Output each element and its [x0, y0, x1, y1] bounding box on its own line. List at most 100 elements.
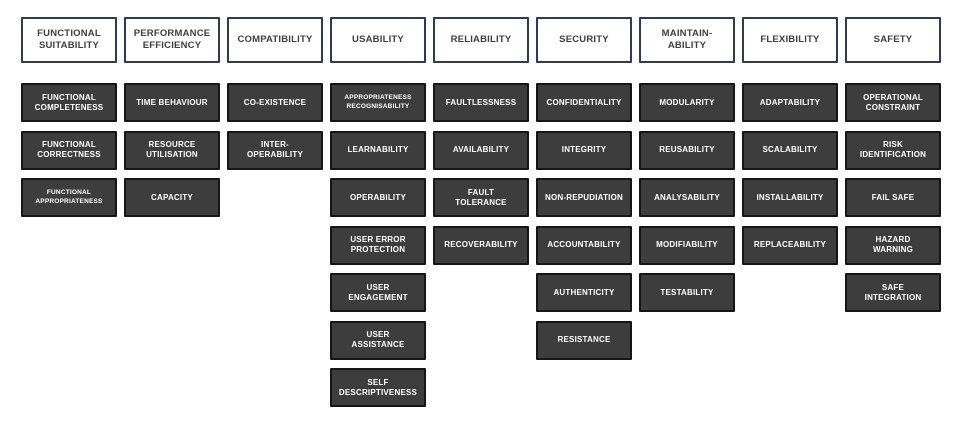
category-flexibility: FLEXIBILITY [742, 17, 838, 63]
subcharacteristic-label: CONFIDENTIALITY [546, 97, 622, 107]
subcharacteristic-testability: TESTABILITY [639, 273, 735, 312]
subcharacteristic-fault-tolerance: FAULT TOLERANCE [433, 178, 529, 217]
column-performance-efficiency: PERFORMANCE EFFICIENCY TIME BEHAVIOUR RESO… [124, 17, 220, 226]
subcharacteristic-risk-identification: RISK IDENTIFICATION [845, 130, 941, 170]
subcharacteristic-label: ANALYSABILITY [654, 192, 720, 202]
subcharacteristic-modularity: MODULARITY [639, 83, 735, 122]
subcharacteristic-label: AVAILABILITY [452, 145, 510, 154]
subcharacteristic-non-repudiation: NON-REPUDIATION [536, 178, 632, 217]
category-label: FLEXIBILITY [760, 34, 820, 46]
subcharacteristic-label: TESTABILITY [660, 287, 714, 297]
subcharacteristic-label: OPERABILITY [350, 192, 406, 202]
subcharacteristic-label: RESISTANCE [557, 335, 611, 344]
subcharacteristic-label: LEARNABILITY [347, 145, 409, 154]
subcharacteristic-resistance: RESISTANCE [536, 320, 632, 360]
category-usability: USABILITY [330, 17, 426, 63]
subcharacteristic-label: RISK IDENTIFICATION [859, 140, 927, 159]
column-usability: USABILITY APPROPRIATENESS RECOGNISABILITY… [330, 17, 426, 416]
column-security: SECURITY CONFIDENTIALITY INTEGRITY NON-REPU… [536, 17, 632, 368]
subcharacteristic-analysability: ANALYSABILITY [639, 178, 735, 217]
column-compatibility: COMPATIBILITY CO-EXISTENCE INTER- OPERABIL… [227, 17, 323, 178]
subcharacteristic-availability: AVAILABILITY [433, 130, 529, 170]
subcharacteristic-label: RESOURCE UTILISATION [146, 140, 198, 159]
subcharacteristic-accountability: ACCOUNTABILITY [536, 225, 632, 265]
category-maintain-ability: MAINTAIN- ABILITY [639, 17, 735, 63]
subcharacteristic-time-behaviour: TIME BEHAVIOUR [124, 83, 220, 122]
subcharacteristic-label: MODULARITY [659, 97, 715, 107]
subcharacteristic-label: FUNCTIONAL CORRECTNESS [37, 140, 101, 159]
category-compatibility: COMPATIBILITY [227, 17, 323, 63]
category-label: SECURITY [559, 34, 609, 46]
subcharacteristic-confidentiality: CONFIDENTIALITY [536, 83, 632, 122]
subcharacteristic-label: CO-EXISTENCE [243, 97, 307, 107]
category-performance-efficiency: PERFORMANCE EFFICIENCY [124, 17, 220, 63]
subcharacteristic-modifiability: MODIFIABILITY [639, 225, 735, 265]
category-label: MAINTAIN- ABILITY [661, 28, 713, 51]
column-functional-suitability: FUNCTIONAL SUITABILITY FUNCTIONAL COMPLET… [21, 17, 117, 226]
subcharacteristic-label: INSTALLABILITY [756, 192, 824, 202]
category-label: SAFETY [873, 34, 913, 46]
quality-model-grid: FUNCTIONAL SUITABILITY FUNCTIONAL COMPLET… [21, 17, 941, 416]
subcharacteristic-label: TIME BEHAVIOUR [136, 97, 208, 107]
category-reliability: RELIABILITY [433, 17, 529, 63]
subcharacteristic-label: AUTHENTICITY [553, 287, 615, 297]
column-safety: SAFETY OPERATIONAL CONSTRAINT RISK IDENTIF… [845, 17, 941, 321]
subcharacteristic-adaptability: ADAPTABILITY [742, 83, 838, 122]
subcharacteristic-label: RECOVERABILITY [444, 240, 518, 249]
subcharacteristic-label: USER ASSISTANCE [351, 330, 405, 349]
category-label: PERFORMANCE EFFICIENCY [133, 28, 211, 51]
subcharacteristic-label: FAIL SAFE [871, 192, 915, 202]
column-reliability: RELIABILITY FAULTLESSNESS AVAILABILITY FAUL… [433, 17, 529, 273]
category-label: RELIABILITY [450, 34, 512, 46]
subcharacteristic-self-descriptiveness: SELF DESCRIPTIVENESS [330, 368, 426, 407]
subcharacteristic-label: INTEGRITY [561, 145, 607, 154]
subcharacteristic-replaceability: REPLACEABILITY [742, 225, 838, 265]
subcharacteristic-label: SCALABILITY [762, 145, 818, 154]
subcharacteristic-label: FAULTLESSNESS [445, 97, 517, 107]
category-label: USABILITY [352, 34, 404, 46]
category-safety: SAFETY [845, 17, 941, 63]
subcharacteristic-label: OPERATIONAL CONSTRAINT [863, 92, 923, 112]
subcharacteristic-hazard-warning: HAZARD WARNING [845, 225, 941, 265]
subcharacteristic-label: APPROPRIATENESS RECOGNISABILITY [344, 94, 412, 110]
subcharacteristic-label: USER ENGAGEMENT [348, 282, 408, 302]
subcharacteristic-label: FUNCTIONAL COMPLETENESS [34, 92, 104, 112]
category-security: SECURITY [536, 17, 632, 63]
subcharacteristic-label: MODIFIABILITY [656, 240, 718, 249]
subcharacteristic-label: FUNCTIONAL APPROPRIATENESS [35, 189, 103, 205]
column-flexibility: FLEXIBILITY ADAPTABILITY SCALABILITY INSTAL… [742, 17, 838, 273]
category-label: FUNCTIONAL SUITABILITY [37, 28, 101, 51]
subcharacteristic-label: CAPACITY [151, 192, 193, 202]
subcharacteristic-label: REPLACEABILITY [753, 240, 827, 249]
subcharacteristic-installability: INSTALLABILITY [742, 178, 838, 217]
subcharacteristic-co-existence: CO-EXISTENCE [227, 83, 323, 122]
subcharacteristic-label: REUSABILITY [659, 145, 715, 154]
subcharacteristic-inter-operability: INTER- OPERABILITY [227, 130, 323, 170]
subcharacteristic-capacity: CAPACITY [124, 178, 220, 217]
subcharacteristic-label: USER ERROR PROTECTION [350, 235, 406, 254]
subcharacteristic-authenticity: AUTHENTICITY [536, 273, 632, 312]
subcharacteristic-user-error-protection: USER ERROR PROTECTION [330, 225, 426, 265]
subcharacteristic-label: FAULT TOLERANCE [455, 187, 507, 207]
subcharacteristic-label: NON-REPUDIATION [545, 192, 623, 202]
subcharacteristic-learnability: LEARNABILITY [330, 130, 426, 170]
category-functional-suitability: FUNCTIONAL SUITABILITY [21, 17, 117, 63]
subcharacteristic-label: SELF DESCRIPTIVENESS [338, 377, 418, 397]
subcharacteristic-operational-constraint: OPERATIONAL CONSTRAINT [845, 83, 941, 122]
subcharacteristic-functional-correctness: FUNCTIONAL CORRECTNESS [21, 130, 117, 170]
subcharacteristic-functional-appropriateness: FUNCTIONAL APPROPRIATENESS [21, 178, 117, 217]
subcharacteristic-scalability: SCALABILITY [742, 130, 838, 170]
subcharacteristic-integrity: INTEGRITY [536, 130, 632, 170]
subcharacteristic-resource-utilisation: RESOURCE UTILISATION [124, 130, 220, 170]
subcharacteristic-operability: OPERABILITY [330, 178, 426, 217]
subcharacteristic-appropriateness-recognisability: APPROPRIATENESS RECOGNISABILITY [330, 83, 426, 122]
subcharacteristic-safe-integration: SAFE INTEGRATION [845, 273, 941, 312]
subcharacteristic-label: INTER- OPERABILITY [247, 140, 303, 159]
subcharacteristic-faultlessness: FAULTLESSNESS [433, 83, 529, 122]
subcharacteristic-label: ADAPTABILITY [759, 97, 821, 107]
subcharacteristic-reusability: REUSABILITY [639, 130, 735, 170]
subcharacteristic-label: HAZARD WARNING [872, 235, 914, 254]
subcharacteristic-user-engagement: USER ENGAGEMENT [330, 273, 426, 312]
subcharacteristic-fail-safe: FAIL SAFE [845, 178, 941, 217]
subcharacteristic-functional-completeness: FUNCTIONAL COMPLETENESS [21, 83, 117, 122]
